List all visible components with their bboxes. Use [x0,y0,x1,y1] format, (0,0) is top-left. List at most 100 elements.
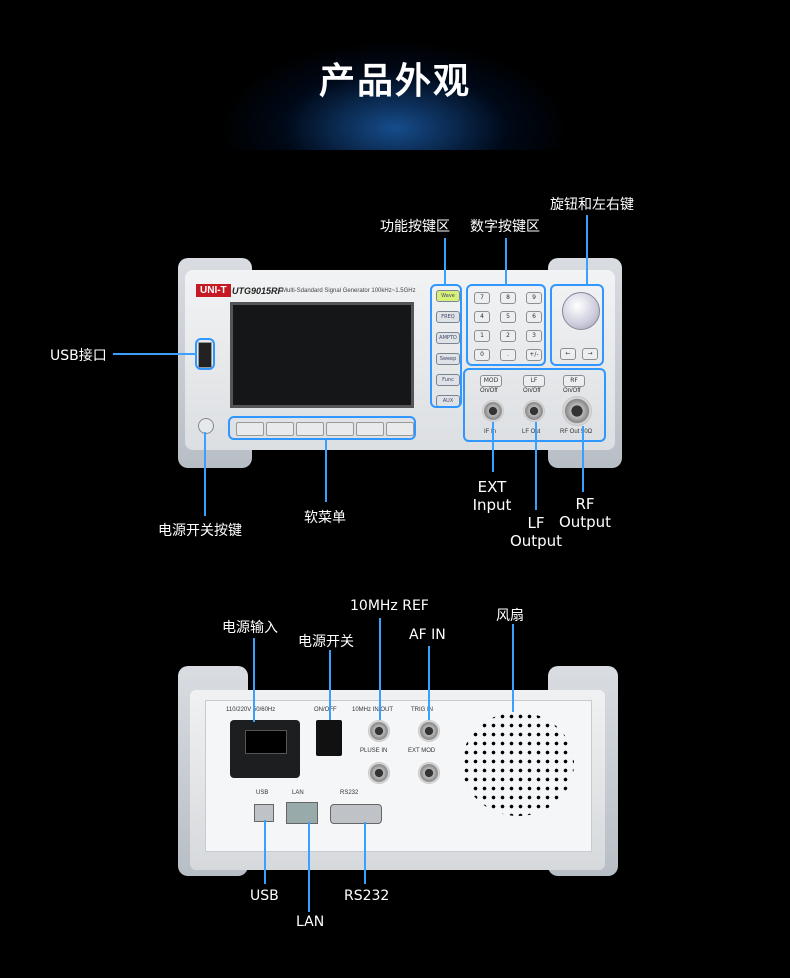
power-switch-callout: 电源开关 [298,634,354,650]
bnc-10mhz-label: 10MHz IN/OUT [352,707,394,713]
soft-menu-line [325,440,327,502]
softkey-1[interactable] [236,422,264,436]
if-in-label: IF In [484,429,497,435]
softkey-4[interactable] [326,422,354,436]
bnc-extmod-connector[interactable] [418,762,440,784]
bnc-extmod-label: EXT MOD [408,748,436,754]
lan-port[interactable] [286,802,318,824]
ref-10mhz-line [379,618,381,720]
mod-onoff-label: On/Off [480,388,498,394]
rs232-callout: RS232 [344,888,390,904]
function-key-func[interactable]: Func [436,374,460,386]
display-screen [230,302,414,408]
num-key-1[interactable]: 1 [474,330,490,342]
softkey-6[interactable] [386,422,414,436]
fan-grille [462,712,574,816]
lf-output-callout: LF Output [509,514,563,550]
num-key-8[interactable]: 8 [500,292,516,304]
num-key-6[interactable]: 6 [526,311,542,323]
power-switch-line [329,650,331,720]
rs232-line [364,822,366,884]
rf-output-callout: RF Output [558,495,612,531]
ext-input-line [492,422,494,472]
knob-line [586,215,588,286]
rs232-label: RS232 [340,790,359,796]
numeric-keys-callout: 数字按键区 [470,219,540,235]
function-key-wave[interactable]: Wave [436,290,460,302]
model-description: Multi-Sdandard Signal Generator 100kHz~1… [282,288,416,294]
lan-callout: LAN [296,914,325,930]
title-glow [220,40,570,150]
bnc-pulse-label: PLUSE IN [360,748,388,754]
knob-highlight [550,284,604,366]
power-switch[interactable] [316,720,342,756]
lf-out-connector[interactable] [523,400,545,422]
lf-onoff-label: On/Off [523,388,541,394]
power-button-line [204,432,206,516]
rs232-port[interactable] [330,804,382,824]
power-rating-label: 110/220V 50/60Hz [226,707,276,713]
knob-arrows-callout: 旋钮和左右键 [550,197,634,213]
num-key-2[interactable]: 2 [500,330,516,342]
connectors-highlight [463,368,606,442]
rf-out-label: RF Out 50Ω [560,429,593,435]
brand-logo: UNI-T [196,284,231,297]
usb-rear-callout: USB [250,888,279,904]
softkey-2[interactable] [266,422,294,436]
softkeys-highlight [228,416,416,440]
function-keys-line [444,238,446,286]
lf-button[interactable]: LF [523,375,545,387]
af-in-callout: AF IN [409,627,446,643]
numeric-keys-line [505,238,507,286]
lf-output-line [535,422,537,510]
lan-line [308,822,310,912]
num-key-3[interactable]: 3 [526,330,542,342]
bnc-trig-label: TRIG IN [411,707,433,713]
usb-callout: USB接口 [50,348,107,364]
num-key-dot[interactable]: . [500,349,516,361]
function-key-sweep[interactable]: Sweep [436,353,460,365]
arrow-right-key[interactable]: → [582,348,598,360]
power-button[interactable] [198,418,214,434]
function-keys-callout: 功能按键区 [380,219,450,235]
num-key-4[interactable]: 4 [474,311,490,323]
usb-rear-line [264,820,266,884]
mod-button[interactable]: MOD [480,375,502,387]
softkey-5[interactable] [356,422,384,436]
fan-line [512,624,514,712]
rf-output-line [582,426,584,492]
bnc-10mhz-connector[interactable] [368,720,390,742]
switch-label: ON/OFF [314,707,337,713]
bnc-pulse-connector[interactable] [368,762,390,784]
fan-callout: 风扇 [496,608,524,624]
af-in-line [428,646,430,720]
arrow-left-key[interactable]: ← [560,348,576,360]
power-inlet-socket [245,730,287,754]
power-button-callout: 电源开关按键 [158,523,242,539]
function-key-amptd[interactable]: AMPTD [436,332,460,344]
num-key-9[interactable]: 9 [526,292,542,304]
lan-label: LAN [292,790,304,796]
num-key-5[interactable]: 5 [500,311,516,323]
power-input-callout: 电源输入 [222,620,278,636]
rf-out-connector[interactable] [562,396,592,426]
usb-line [113,353,197,355]
ref-10mhz-callout: 10MHz REF [350,598,429,614]
front-usb-port[interactable] [198,342,212,368]
num-key-sign[interactable]: +/- [526,349,542,361]
numeric-keys-highlight [466,284,546,366]
power-input-line [253,638,255,722]
softkey-3[interactable] [296,422,324,436]
lf-out-label: LF Out [522,429,541,435]
bnc-trig-connector[interactable] [418,720,440,742]
rotary-knob[interactable] [562,292,600,330]
num-key-0[interactable]: 0 [474,349,490,361]
rf-button[interactable]: RF [563,375,585,387]
page-title: 产品外观 [318,61,471,102]
usb-label: USB [256,790,269,796]
num-key-7[interactable]: 7 [474,292,490,304]
soft-menu-callout: 软菜单 [304,510,346,526]
usb-highlight [195,338,215,370]
if-in-connector[interactable] [482,400,504,422]
function-key-freq[interactable]: FREQ [436,311,460,323]
